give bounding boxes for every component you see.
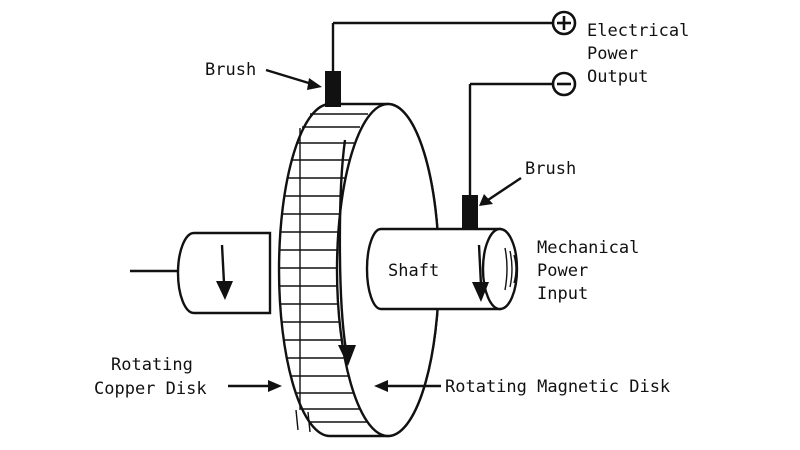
right-shaft-rotation-arrow-icon	[472, 244, 489, 302]
right-shaft	[365, 227, 519, 311]
copper-disk-label-line1: Rotating	[111, 355, 193, 375]
left-shaft-rotation-arrow-icon	[216, 244, 233, 300]
brush-right-label: Brush	[525, 159, 576, 179]
top-brush	[325, 21, 553, 107]
left-shaft	[130, 231, 272, 315]
magnetic-disk-label: Rotating Magnetic Disk	[445, 377, 670, 397]
minus-terminal-icon	[551, 71, 577, 97]
leader-magnetic-disk	[374, 380, 441, 392]
mechanical-label-line1: Mechanical	[537, 238, 639, 258]
copper-disk-label-line2: Copper Disk	[94, 379, 207, 399]
mechanical-label-line3: Input	[537, 284, 588, 304]
right-brush	[462, 82, 553, 229]
leader-brush-top	[265, 68, 322, 90]
plus-terminal-icon	[551, 10, 577, 36]
electrical-label-line2: Power	[587, 44, 638, 64]
brush-top-label: Brush	[205, 60, 256, 80]
electrical-label-line1: Electrical	[587, 21, 689, 41]
electrical-label-line3: Output	[587, 67, 648, 87]
leader-brush-right	[479, 177, 522, 206]
mechanical-label-line2: Power	[537, 261, 588, 281]
leader-copper-disk	[228, 380, 282, 392]
magnetic-disk-rotation-arrow-icon	[338, 139, 356, 366]
shaft-label: Shaft	[388, 261, 439, 281]
